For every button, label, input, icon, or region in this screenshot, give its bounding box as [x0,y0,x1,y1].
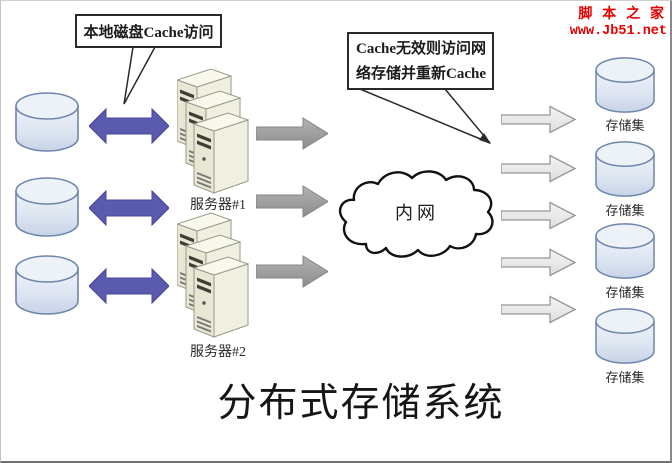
callout-network-cache-line1: Cache无效则访问网 [356,41,486,57]
server-2-label: 服务器#2 [190,345,246,360]
callout-network-cache: Cache无效则访问网 络存储并重新Cache [347,32,494,90]
server-stack-icon-2 [177,212,249,338]
storage-set-icon-3 [595,223,655,279]
cloud-icon [338,170,494,258]
server-1-label: 服务器#1 [190,198,246,213]
watermark-site-name: 脚 本 之 家 [578,5,667,21]
network-cache-pointer [359,88,491,144]
storage-set-label-4: 存储集 [605,370,645,385]
callout-local-cache: 本地磁盘Cache访问 [75,14,222,48]
local-disk-icon-2 [15,177,79,237]
bidirectional-arrow-icon-1 [89,108,169,144]
local-cache-pointer [123,46,157,105]
callout-local-cache-text: 本地磁盘Cache访问 [83,24,214,41]
watermark: 脚 本 之 家 www.Jb51.net [570,4,667,40]
storage-set-icon-4 [595,308,655,364]
network-cache-pointer-arrowhead [479,133,491,144]
storage-set-label-1: 存储集 [605,118,645,133]
cloud-to-storage-arrow-icon-4 [501,248,576,277]
cloud-label: 内网 [395,203,439,223]
storage-set-icon-2 [595,141,655,197]
watermark-site-url: www.Jb51.net [569,24,667,39]
cloud-to-storage-arrow-icon-5 [501,295,576,324]
server-to-cloud-arrow-icon-2 [256,185,328,218]
cloud-to-storage-arrow-icon-3 [501,201,576,230]
storage-set-label-3: 存储集 [605,285,645,300]
bidirectional-arrow-icon-3 [89,268,169,304]
server-to-cloud-arrow-icon-1 [256,117,328,150]
diagram-title: 分布式存储系统 [217,382,505,425]
local-disk-icon-1 [15,92,79,152]
server-to-cloud-arrow-icon-3 [256,255,328,288]
callout-network-cache-line2: 络存储并重新Cache [356,66,486,82]
storage-set-icon-1 [595,57,655,113]
cloud-to-storage-arrow-icon-1 [501,105,576,134]
bidirectional-arrow-icon-2 [89,190,169,226]
server-stack-icon-1 [177,68,249,194]
local-disk-icon-3 [15,255,79,315]
storage-set-label-2: 存储集 [605,203,645,218]
cloud-to-storage-arrow-icon-2 [501,154,576,183]
